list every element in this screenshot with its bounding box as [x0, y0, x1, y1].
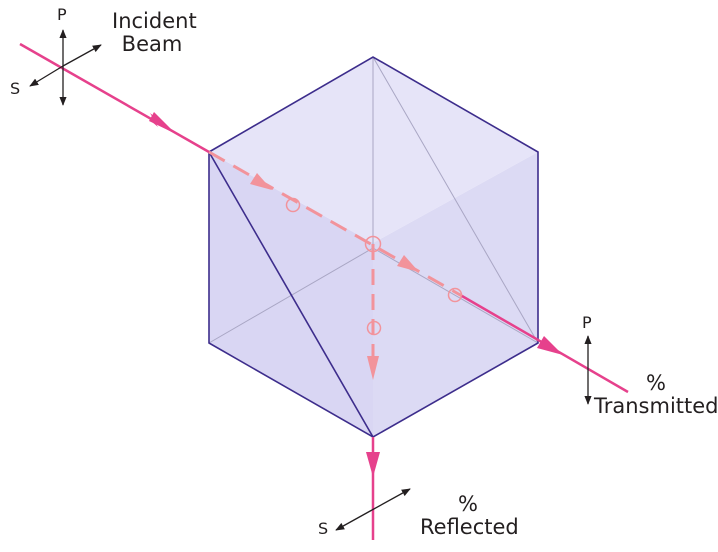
cube-hypotenuse-edge [208, 151, 374, 438]
reflected-beam [366, 437, 380, 540]
internal-arrowheads [250, 173, 419, 380]
internal-beams [208, 150, 463, 370]
incident-polarization-arrows [29, 29, 102, 106]
circle-marker-3 [447, 287, 463, 303]
reflected-beam-arrowhead [366, 452, 380, 477]
incident-label-line1: Incident [112, 9, 197, 33]
cube-outline [208, 56, 539, 438]
incident-p-label: P [57, 5, 67, 24]
circle-marker-4 [366, 320, 382, 336]
incident-s-label: S [10, 79, 21, 98]
transmitted-label-line2: Transmitted [594, 394, 718, 419]
reflected-s-label: S [318, 519, 329, 538]
incident-beam [19, 42, 210, 154]
circle-marker-2 [364, 235, 382, 253]
reflected-polarization-arrow [335, 488, 411, 531]
transmitted-p-label: P [582, 313, 592, 332]
transmitted-beam-arrowhead [537, 336, 563, 355]
reflected-label-line2: Reflected [420, 515, 519, 540]
reflected-label: % Reflected [420, 492, 519, 540]
transmitted-beam [461, 294, 629, 394]
incident-beam-label: Incident Beam [112, 9, 197, 57]
internal-transmitted-path [208, 150, 463, 298]
incident-beam-arrowhead-fill [149, 112, 176, 134]
incident-s-arrow-left [29, 65, 64, 87]
circle-marker-1 [285, 197, 301, 213]
incident-label-line2: Beam [121, 32, 183, 57]
reflected-label-line1: % [458, 492, 478, 516]
transmitted-label-line1: % [646, 371, 666, 395]
polarization-circles [285, 197, 463, 336]
transmitted-label: % Transmitted [594, 371, 718, 419]
incident-s-arrow-right [62, 44, 102, 67]
